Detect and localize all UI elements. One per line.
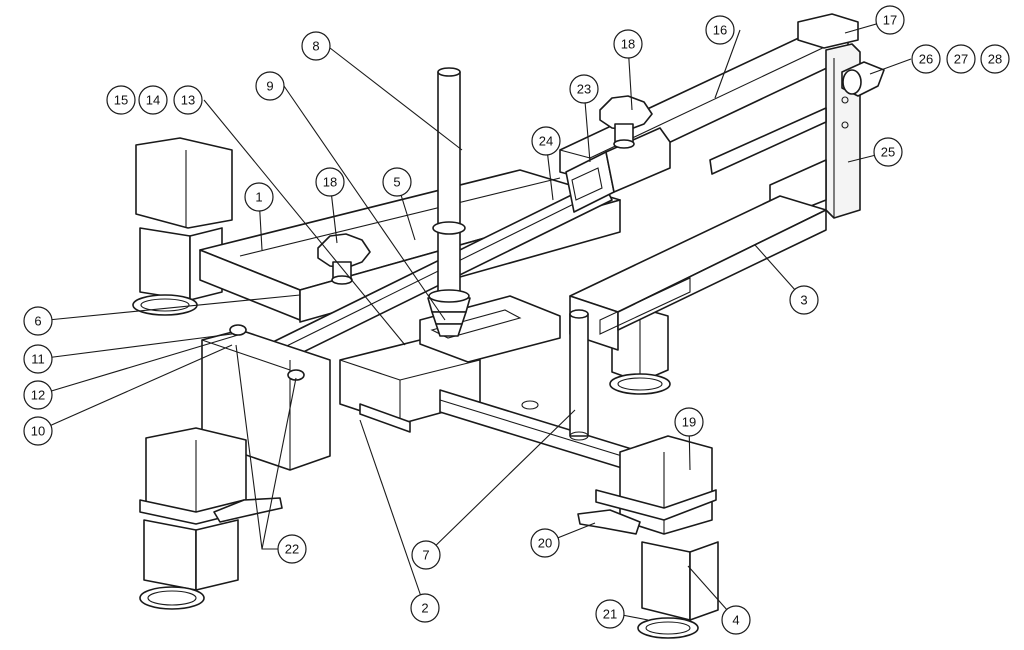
callout-14: 14 (138, 85, 168, 115)
callout-label: 15 (114, 93, 128, 108)
callout-2: 2 (410, 593, 440, 623)
callout-label: 13 (181, 93, 195, 108)
callout-15: 15 (106, 85, 136, 115)
callout-3: 3 (789, 285, 819, 315)
callout-label: 24 (539, 134, 553, 149)
vertical-pin (569, 309, 589, 441)
left-housing (201, 324, 331, 471)
callout-18-left: 18 (315, 167, 345, 197)
callout-23: 23 (569, 74, 599, 104)
callout-label: 5 (393, 175, 400, 190)
callout-label: 10 (31, 424, 45, 439)
callout-20: 20 (530, 528, 560, 558)
leg-back-left (132, 137, 233, 316)
callout-27: 27 (946, 44, 976, 74)
callout-12: 12 (23, 380, 53, 410)
callout-16: 16 (705, 15, 735, 45)
vertical-rod (427, 67, 471, 337)
callout-label: 9 (266, 79, 273, 94)
callout-11: 11 (23, 344, 53, 374)
callout-label: 3 (800, 293, 807, 308)
leader-lines (37, 19, 912, 621)
callout-26: 26 (911, 44, 941, 74)
callout-label: 27 (954, 52, 968, 67)
callout-9: 9 (255, 71, 285, 101)
callout-label: 8 (312, 39, 319, 54)
callout-17: 17 (875, 5, 905, 35)
callout-8: 8 (301, 31, 331, 61)
callout-label: 11 (31, 352, 45, 367)
callout-6: 6 (23, 306, 53, 336)
callout-label: 16 (713, 23, 727, 38)
callout-label: 20 (538, 536, 552, 551)
callout-label: 18 (323, 175, 337, 190)
callout-label: 12 (31, 388, 45, 403)
callout-label: 19 (682, 415, 696, 430)
callout-18-right: 18 (613, 29, 643, 59)
callout-label: 1 (255, 190, 262, 205)
callout-label: 28 (988, 52, 1002, 67)
callout-label: 22 (285, 542, 299, 557)
callout-label: 14 (146, 93, 160, 108)
callout-24: 24 (531, 126, 561, 156)
callout-label: 2 (421, 601, 428, 616)
callout-28: 28 (980, 44, 1010, 74)
callout-22: 22 (277, 534, 307, 564)
callout-label: 21 (603, 607, 617, 622)
callout-label: 17 (883, 13, 897, 28)
callout-label: 4 (732, 613, 739, 628)
callout-label: 26 (919, 52, 933, 67)
knob-right (599, 95, 653, 149)
callout-21: 21 (595, 599, 625, 629)
callout-1: 1 (244, 182, 274, 212)
callout-19: 19 (674, 407, 704, 437)
callout-13: 13 (173, 85, 203, 115)
leg-front-left (139, 427, 283, 610)
callout-25: 25 (873, 137, 903, 167)
callout-label: 25 (881, 145, 895, 160)
callout-7: 7 (411, 540, 441, 570)
callout-4: 4 (721, 605, 751, 635)
callout-label: 7 (422, 548, 429, 563)
callout-10: 10 (23, 416, 53, 446)
callout-label: 6 (34, 314, 41, 329)
callout-label: 23 (577, 82, 591, 97)
callout-5: 5 (382, 167, 412, 197)
leg-front-right (577, 435, 719, 639)
callout-label: 18 (621, 37, 635, 52)
